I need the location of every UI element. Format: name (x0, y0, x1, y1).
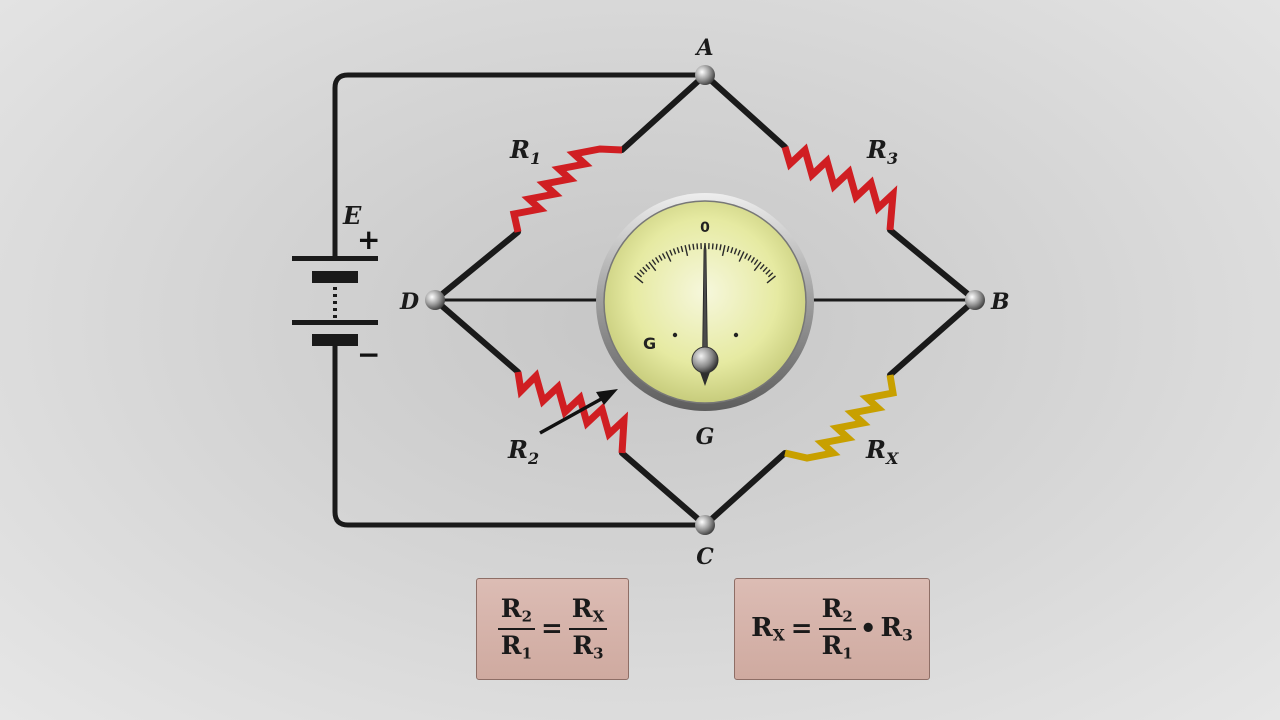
battery-plate-long-bottom (292, 320, 378, 325)
node-c (695, 515, 715, 535)
galvanometer-needle-hub (691, 346, 719, 374)
scale-tick (655, 257, 660, 263)
scale-tick (648, 261, 657, 272)
scale-tick (738, 251, 745, 262)
node-label-b: B (990, 289, 1010, 315)
battery-plus-sign: + (357, 223, 380, 256)
scale-tick (715, 243, 718, 250)
scale-tick (762, 266, 768, 273)
resistor-r1 (509, 145, 623, 233)
scale-tick (658, 254, 663, 261)
node-label-a: A (694, 35, 713, 61)
battery-wire-bottom (332, 340, 705, 528)
formula-left-lhs-fraction: R2 R1 (497, 595, 535, 663)
scale-tick (726, 245, 730, 253)
label-r3: R3 (866, 135, 898, 168)
node-label-d: D (399, 289, 419, 315)
scale-tick (753, 261, 762, 272)
label-rx: RX (865, 435, 899, 468)
battery-plate-short-top (312, 271, 358, 283)
wire-r1-d (432, 229, 521, 303)
formula-right-dot: • (859, 614, 877, 644)
scale-tick (639, 269, 645, 275)
scale-tick (680, 245, 684, 253)
scale-tick (719, 244, 722, 251)
label-r1: R1 (509, 135, 541, 168)
formula-unknown-resistance: RX = R2 R1 • R3 (734, 578, 930, 680)
scale-tick (765, 269, 771, 275)
scale-tick (684, 245, 689, 257)
scale-tick (721, 245, 726, 257)
scale-tick (642, 266, 648, 273)
scale-tick (672, 248, 677, 255)
scale-tick (737, 249, 741, 256)
bridge-wires (432, 72, 978, 528)
battery-plate-short-bottom (312, 334, 358, 346)
scale-tick (766, 275, 776, 284)
scale-tick (711, 243, 714, 250)
variable-resistor-arrow (539, 389, 618, 435)
scale-tick (634, 275, 644, 284)
scale-tick (651, 259, 657, 266)
battery-label: E (342, 201, 362, 230)
node-b (965, 290, 985, 310)
formula-right-fraction: R2 R1 (818, 595, 856, 663)
node-d (425, 290, 445, 310)
scale-tick (753, 259, 759, 266)
wire-d-r2 (432, 297, 521, 375)
resistor-r2 (514, 369, 629, 454)
wire-a-r1 (619, 72, 708, 153)
scale-tick (759, 264, 765, 270)
scale-tick (661, 253, 666, 260)
wire-r3-b (887, 227, 978, 303)
wire-rx-c (702, 450, 788, 528)
battery-wire-top (332, 72, 705, 258)
galvanometer-label: G (696, 424, 715, 450)
scale-tick (636, 272, 643, 278)
scale-tick (645, 264, 651, 270)
galvanometer-dial-letter: G (643, 334, 656, 353)
galvanometer-dot-right (733, 332, 739, 338)
node-label-c: C (696, 544, 714, 570)
resistor-r3 (781, 143, 898, 231)
scale-tick (733, 248, 738, 255)
scale-tick (688, 244, 691, 251)
scale-tick (665, 251, 672, 262)
resistor-rx (784, 374, 898, 462)
formula-right-tail: R3 (880, 613, 913, 645)
galvanometer-dot-left (672, 332, 678, 338)
formula-right-equals: = (790, 614, 813, 644)
scale-tick (676, 247, 680, 254)
scale-tick (750, 257, 755, 263)
battery (292, 256, 378, 346)
scale-tick (692, 243, 695, 250)
formula-left-equals: = (541, 614, 563, 644)
battery-minus-sign: − (357, 338, 380, 371)
formula-left-rhs-fraction: RX R3 (568, 595, 608, 663)
label-r2: R2 (507, 435, 539, 468)
scale-tick (730, 247, 734, 254)
battery-plate-long-top (292, 256, 378, 261)
galvanometer: 0 G (596, 193, 814, 411)
scale-tick (747, 254, 752, 261)
scale-tick (669, 249, 673, 256)
wire-b-rx (887, 297, 978, 378)
scale-tick (744, 253, 749, 260)
node-a (695, 65, 715, 85)
scale-tick (696, 243, 699, 250)
wire-a-r3 (702, 72, 788, 150)
formula-balance-ratio: R2 R1 = RX R3 (476, 578, 629, 680)
scale-tick (767, 272, 774, 278)
wire-r2-c (619, 450, 708, 528)
galvanometer-zero-mark: 0 (700, 220, 710, 236)
galvanometer-scale-ticks (634, 243, 776, 284)
formula-right-lhs: RX (751, 613, 785, 645)
